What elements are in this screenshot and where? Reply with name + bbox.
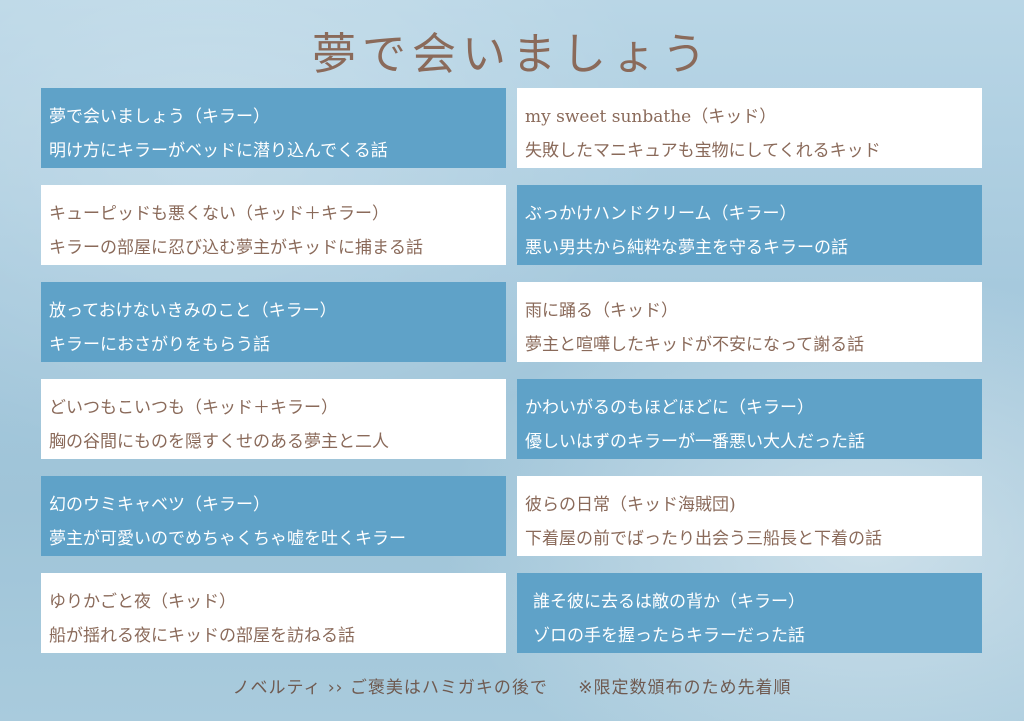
story-title: 雨に踊る（キッド） xyxy=(525,301,678,321)
story-description: キラーにおさがりをもらう話 xyxy=(49,335,270,355)
story-description: 明け方にキラーがベッドに潜り込んでくる話 xyxy=(49,141,388,161)
story-description: ゾロの手を握ったらキラーだった話 xyxy=(533,626,805,646)
story-description: 悪い男共から純粋な夢主を守るキラーの話 xyxy=(525,238,848,258)
distribution-note: ※限定数頒布のため先着順 xyxy=(578,678,792,698)
story-description: 夢主と喧嘩したキッドが不安になって謝る話 xyxy=(525,335,865,355)
novelty-text: ノベルティ ›› ご褒美はハミガキの後で xyxy=(232,678,548,698)
story-description: キラーの部屋に忍び込む夢主がキッドに捕まる話 xyxy=(49,238,423,258)
story-card-3: キューピッドも悪くない（キッド＋キラー） キラーの部屋に忍び込む夢主がキッドに捕… xyxy=(41,185,506,265)
story-card-11: ゆりかごと夜（キッド） 船が揺れる夜にキッドの部屋を訪ねる話 xyxy=(41,573,506,653)
story-card-6: 雨に踊る（キッド） 夢主と喧嘩したキッドが不安になって謝る話 xyxy=(517,282,982,362)
story-description: 優しいはずのキラーが一番悪い大人だった話 xyxy=(525,432,865,452)
footer: ノベルティ ›› ご褒美はハミガキの後で ※限定数頒布のため先着順 xyxy=(0,673,1024,698)
story-description: 船が揺れる夜にキッドの部屋を訪ねる話 xyxy=(49,626,355,646)
story-title: 誰そ彼に去るは敵の背か（キラー） xyxy=(533,592,805,612)
story-card-8: かわいがるのもほどほどに（キラー） 優しいはずのキラーが一番悪い大人だった話 xyxy=(517,379,982,459)
story-title: どいつもこいつも（キッド＋キラー） xyxy=(49,398,338,418)
story-card-2: my sweet sunbathe（キッド） 失敗したマニキュアも宝物にしてくれ… xyxy=(517,88,982,168)
story-description: 胸の谷間にものを隠すくせのある夢主と二人 xyxy=(49,432,389,452)
story-description: 失敗したマニキュアも宝物にしてくれるキッド xyxy=(525,141,881,161)
story-title: 彼らの日常（キッド海賊団) xyxy=(525,495,736,515)
story-title: ぶっかけハンドクリーム（キラー） xyxy=(525,204,797,224)
story-title: ゆりかごと夜（キッド） xyxy=(49,592,236,612)
story-card-4: ぶっかけハンドクリーム（キラー） 悪い男共から純粋な夢主を守るキラーの話 xyxy=(517,185,982,265)
story-card-7: どいつもこいつも（キッド＋キラー） 胸の谷間にものを隠すくせのある夢主と二人 xyxy=(41,379,506,459)
story-title: 放っておけないきみのこと（キラー） xyxy=(49,301,337,321)
story-title: 夢で会いましょう（キラー） xyxy=(49,107,270,127)
story-description: 下着屋の前でばったり出会う三船長と下着の話 xyxy=(525,529,882,549)
story-card-5: 放っておけないきみのこと（キラー） キラーにおさがりをもらう話 xyxy=(41,282,506,362)
story-title: my sweet sunbathe（キッド） xyxy=(525,107,777,127)
story-card-10: 彼らの日常（キッド海賊団) 下着屋の前でばったり出会う三船長と下着の話 xyxy=(517,476,982,556)
story-card-9: 幻のウミキャベツ（キラー） 夢主が可愛いのでめちゃくちゃ嘘を吐くキラー xyxy=(41,476,506,556)
page-title: 夢で会いましょう xyxy=(312,29,712,80)
story-title: 幻のウミキャベツ（キラー） xyxy=(49,495,270,515)
story-title: キューピッドも悪くない（キッド＋キラー） xyxy=(49,204,389,224)
story-title: かわいがるのもほどほどに（キラー） xyxy=(525,398,814,418)
story-description: 夢主が可愛いのでめちゃくちゃ嘘を吐くキラー xyxy=(49,529,406,549)
story-card-1: 夢で会いましょう（キラー） 明け方にキラーがベッドに潜り込んでくる話 xyxy=(41,88,506,168)
story-card-12: 誰そ彼に去るは敵の背か（キラー） ゾロの手を握ったらキラーだった話 xyxy=(517,573,982,653)
